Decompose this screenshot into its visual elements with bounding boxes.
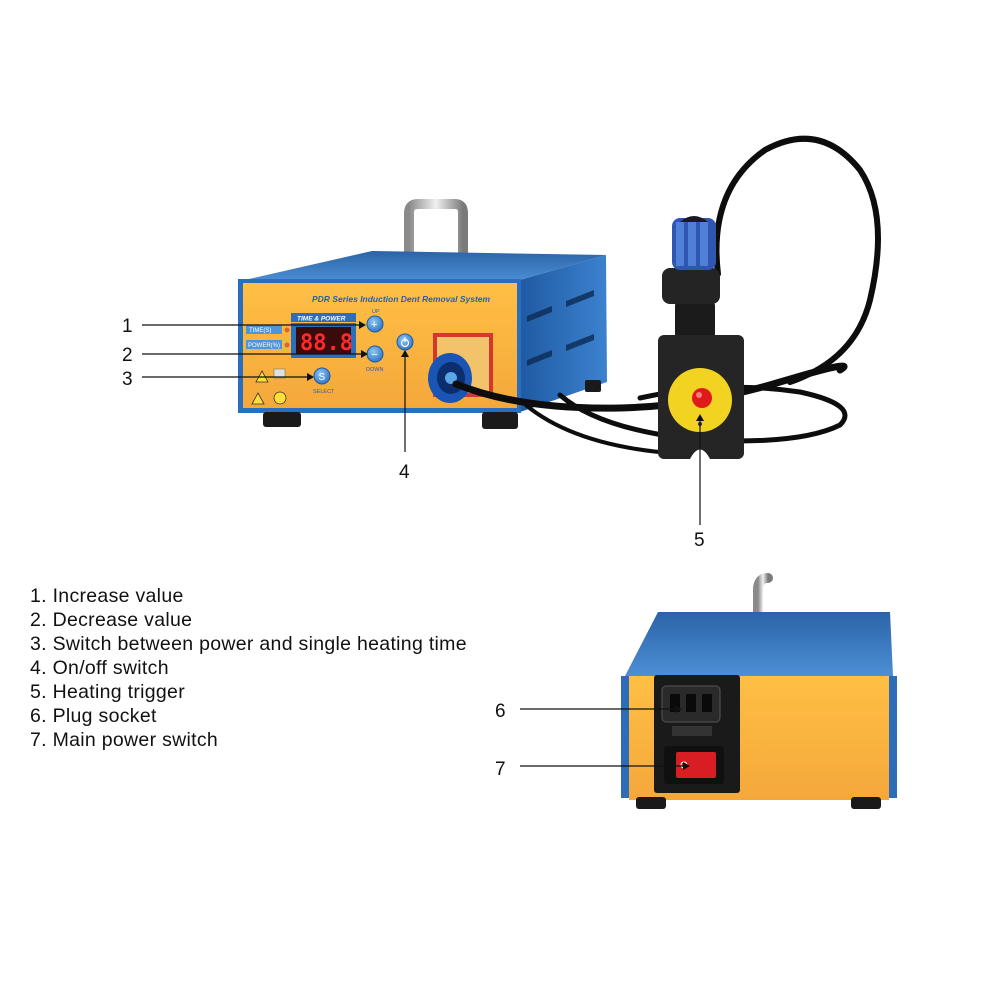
display-readout: 88.8 — [300, 331, 353, 356]
back-unit — [621, 573, 897, 809]
callout-number-3: 3 — [122, 369, 133, 390]
callout-number-6: 6 — [495, 701, 506, 722]
up-button[interactable] — [366, 315, 384, 333]
back-right-edge — [887, 676, 897, 798]
select-icon: S — [319, 372, 326, 383]
legend-item-1: 1. Increase value — [30, 585, 184, 607]
indicator-power-label: POWER(%) — [248, 343, 280, 349]
front-unit: PDR Series Induction Dent Removal System… — [238, 199, 607, 429]
callout-number-2: 2 — [122, 345, 133, 366]
callout-number-1: 1 — [122, 316, 133, 337]
indicator-power-led — [284, 342, 290, 348]
main-power-switch[interactable] — [676, 752, 716, 778]
legend-item-2: 2. Decrease value — [30, 609, 193, 631]
carry-handle — [404, 199, 468, 263]
vent-slots — [527, 290, 594, 366]
case-top — [240, 251, 606, 281]
indicator-time-led — [284, 327, 290, 333]
callout-number-4: 4 — [399, 462, 410, 483]
foot-front-left — [263, 412, 301, 427]
down-button-label: DOWN — [366, 367, 383, 373]
magnet-warning-icon — [273, 391, 287, 405]
heating-trigger-button[interactable] — [692, 388, 712, 408]
back-left-edge — [621, 676, 631, 798]
callout-number-5: 5 — [694, 530, 705, 551]
up-button-label: UP — [372, 309, 380, 315]
select-button-label: SELECT — [313, 389, 335, 395]
indicator-time-label: TIME(S) — [249, 328, 271, 334]
label-sticker-icon — [273, 368, 286, 379]
callout-arrows — [307, 321, 704, 770]
back-foot-right — [851, 797, 881, 809]
minus-icon: − — [372, 349, 378, 361]
legend-item-7: 7. Main power switch — [30, 729, 219, 751]
panel-title: PDR Series Induction Dent Removal System — [312, 294, 491, 304]
back-carry-handle — [753, 573, 773, 675]
legend-list: 1. Increase value 2. Decrease value 3. S… — [30, 584, 467, 752]
legend-item-3: 3. Switch between power and single heati… — [30, 633, 467, 655]
select-button[interactable] — [313, 367, 331, 385]
display-header: TIME & POWER — [297, 316, 346, 323]
back-foot-left — [636, 797, 666, 809]
legend-item-4: 4. On/off switch — [30, 657, 169, 679]
back-case-top — [625, 612, 893, 676]
handpiece-strain-relief — [675, 300, 715, 340]
callout-number-7: 7 — [495, 759, 506, 780]
hazard-triangle-icon — [251, 392, 265, 405]
handpiece-cable — [713, 135, 881, 385]
legend-item-6: 6. Plug socket — [30, 705, 157, 727]
foot-front-right — [482, 412, 518, 429]
legend-item-5: 5. Heating trigger — [30, 681, 185, 703]
plus-icon: + — [371, 319, 377, 331]
callout-lines — [142, 324, 701, 767]
handpiece — [658, 216, 744, 459]
